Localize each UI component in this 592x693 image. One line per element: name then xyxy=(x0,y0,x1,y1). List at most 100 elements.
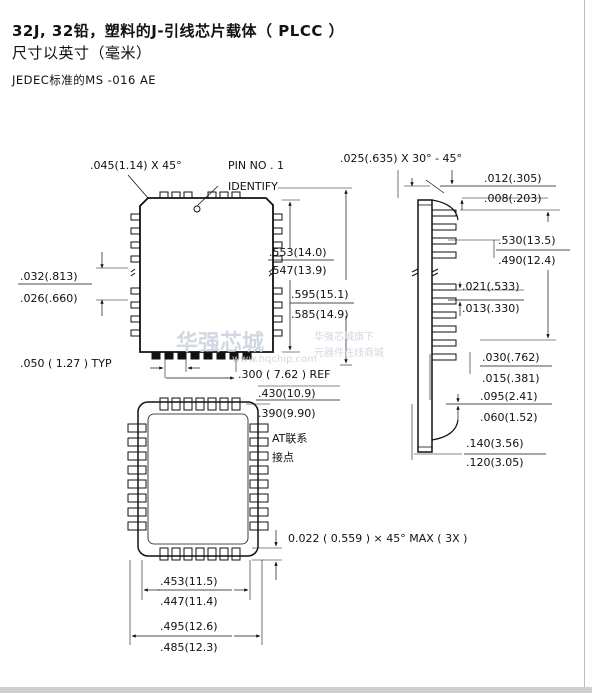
break-marks xyxy=(130,268,274,277)
bottom-view-left-lead xyxy=(127,465,147,475)
frame-bottom-edge xyxy=(0,687,592,693)
seat-max: .430(10.9) xyxy=(258,387,316,400)
top-leads xyxy=(159,191,241,199)
left-lead xyxy=(130,329,141,337)
side-lead xyxy=(431,325,457,333)
side-lead xyxy=(431,237,457,245)
bottom-view-bottom-lead xyxy=(183,547,193,561)
bottom-view-right-lead xyxy=(249,521,269,531)
right-lead xyxy=(272,255,283,263)
side-view-body xyxy=(417,199,433,453)
page-subtitle: 尺寸以英寸（毫米） xyxy=(12,44,152,62)
frame-right-edge xyxy=(584,0,585,693)
right-lead xyxy=(272,315,283,323)
contact-label-1: AT联系 xyxy=(272,432,307,445)
bottom-view-body xyxy=(137,401,259,557)
bottom-leads xyxy=(151,351,252,360)
dim2-max: .530(13.5) xyxy=(498,234,556,247)
body-width-max: .553(14.0) xyxy=(269,246,327,259)
side-lead xyxy=(431,283,457,291)
bottom-view-bottom-lead xyxy=(219,547,229,561)
left-lead xyxy=(130,315,141,323)
side-leads xyxy=(431,209,457,361)
bottom-view-left-lead xyxy=(127,479,147,489)
identify-label: IDENTIFY xyxy=(228,180,278,193)
bottom-lead xyxy=(229,351,239,360)
bottom-view-top-lead xyxy=(207,397,217,411)
dim6-min: .120(3.05) xyxy=(466,456,524,469)
bottom-view-top-lead xyxy=(195,397,205,411)
watermark-slogan-2: 元器件在线商城 xyxy=(314,346,384,359)
inner-min: .447(11.4) xyxy=(160,595,218,608)
bottom-view-bottom-lead xyxy=(159,547,169,561)
bottom-view-left-lead xyxy=(127,521,147,531)
body-width-min: .547(13.9) xyxy=(269,264,327,277)
watermark-site: www.hqchip.com xyxy=(232,354,317,365)
pin1-leader xyxy=(196,185,219,207)
bottom-view-bottom-lead xyxy=(231,547,241,561)
left-leads xyxy=(130,213,141,337)
bottom-lead xyxy=(216,351,226,360)
bottom-view-top-lead xyxy=(183,397,193,411)
bottom-view-right-lead xyxy=(249,423,269,433)
side-lead xyxy=(431,251,457,259)
left-lead xyxy=(130,227,141,235)
bottom-view-right-lead xyxy=(249,507,269,517)
bottom-view: .430(10.9) .390(9.90) AT联系 接点 0.022 ( 0.… xyxy=(127,385,467,654)
dim1-max: .012(.305) xyxy=(484,172,542,185)
bottom-lead xyxy=(242,351,252,360)
dim1-min: .008(.203) xyxy=(484,192,542,205)
dim6-max: .140(3.56) xyxy=(466,437,524,450)
bottom-lead xyxy=(203,351,213,360)
side-view: .025(.635) X 30° - 45° .012(.305) .008(.… xyxy=(340,152,570,469)
right-lead xyxy=(272,241,283,249)
right-lead xyxy=(272,301,283,309)
seat-min: .390(9.90) xyxy=(258,407,316,420)
outer-min: .485(12.3) xyxy=(160,641,218,654)
dim5-max: .095(2.41) xyxy=(480,390,538,403)
bottom-view-right-lead xyxy=(249,437,269,447)
dim4-min: .015(.381) xyxy=(482,372,540,385)
side-lead xyxy=(431,339,457,347)
left-lead xyxy=(130,287,141,295)
watermark-slogan-1: 华强芯城旗下 xyxy=(314,330,374,343)
watermark: 华强芯城 www.hqchip.com 华强芯城旗下 元器件在线商城 xyxy=(176,330,384,365)
dim3-min: .013(.330) xyxy=(462,302,520,315)
pin-no-label: PIN NO . 1 xyxy=(228,159,284,172)
top-view-body xyxy=(139,197,274,353)
outer-max: .495(12.6) xyxy=(160,620,218,633)
bottom-view-left-lead xyxy=(127,507,147,517)
pin1-dot xyxy=(193,205,201,213)
dim5-min: .060(1.52) xyxy=(480,411,538,424)
left-lead xyxy=(130,241,141,249)
side-lead xyxy=(431,311,457,319)
top-lead xyxy=(159,191,169,199)
overall-min: .585(14.9) xyxy=(291,308,349,321)
top-view: .045(1.14) X 45° PIN NO . 1 IDENTIFY .03… xyxy=(18,159,354,381)
bottom-view-left-leads xyxy=(127,423,147,531)
pitch-label: .050 ( 1.27 ) TYP xyxy=(20,357,112,370)
bottom-view-top-lead xyxy=(171,397,181,411)
chamfer-leader xyxy=(127,174,149,199)
contact-label-2: 接点 xyxy=(272,451,294,464)
watermark-brand: 华强芯城 xyxy=(176,330,264,356)
left-lead xyxy=(130,301,141,309)
bottom-view-right-leads xyxy=(249,423,269,531)
right-lead xyxy=(272,213,283,221)
bottom-view-left-lead xyxy=(127,437,147,447)
side-lead xyxy=(431,209,457,217)
lead-width-max: .032(.813) xyxy=(20,270,78,283)
bottom-lead xyxy=(151,351,161,360)
top-lead xyxy=(183,191,193,199)
bottom-view-top-leads xyxy=(159,397,241,411)
bottom-view-left-lead xyxy=(127,493,147,503)
bottom-view-left-lead xyxy=(127,451,147,461)
bottom-view-top-lead xyxy=(159,397,169,411)
bottom-lead xyxy=(164,351,174,360)
bottom-view-top-lead xyxy=(219,397,229,411)
inner-max: .453(11.5) xyxy=(160,575,218,588)
right-lead xyxy=(272,227,283,235)
bottom-view-right-lead xyxy=(249,465,269,475)
chamfer-label: .045(1.14) X 45° xyxy=(90,159,182,172)
bottom-view-bottom-lead xyxy=(195,547,205,561)
